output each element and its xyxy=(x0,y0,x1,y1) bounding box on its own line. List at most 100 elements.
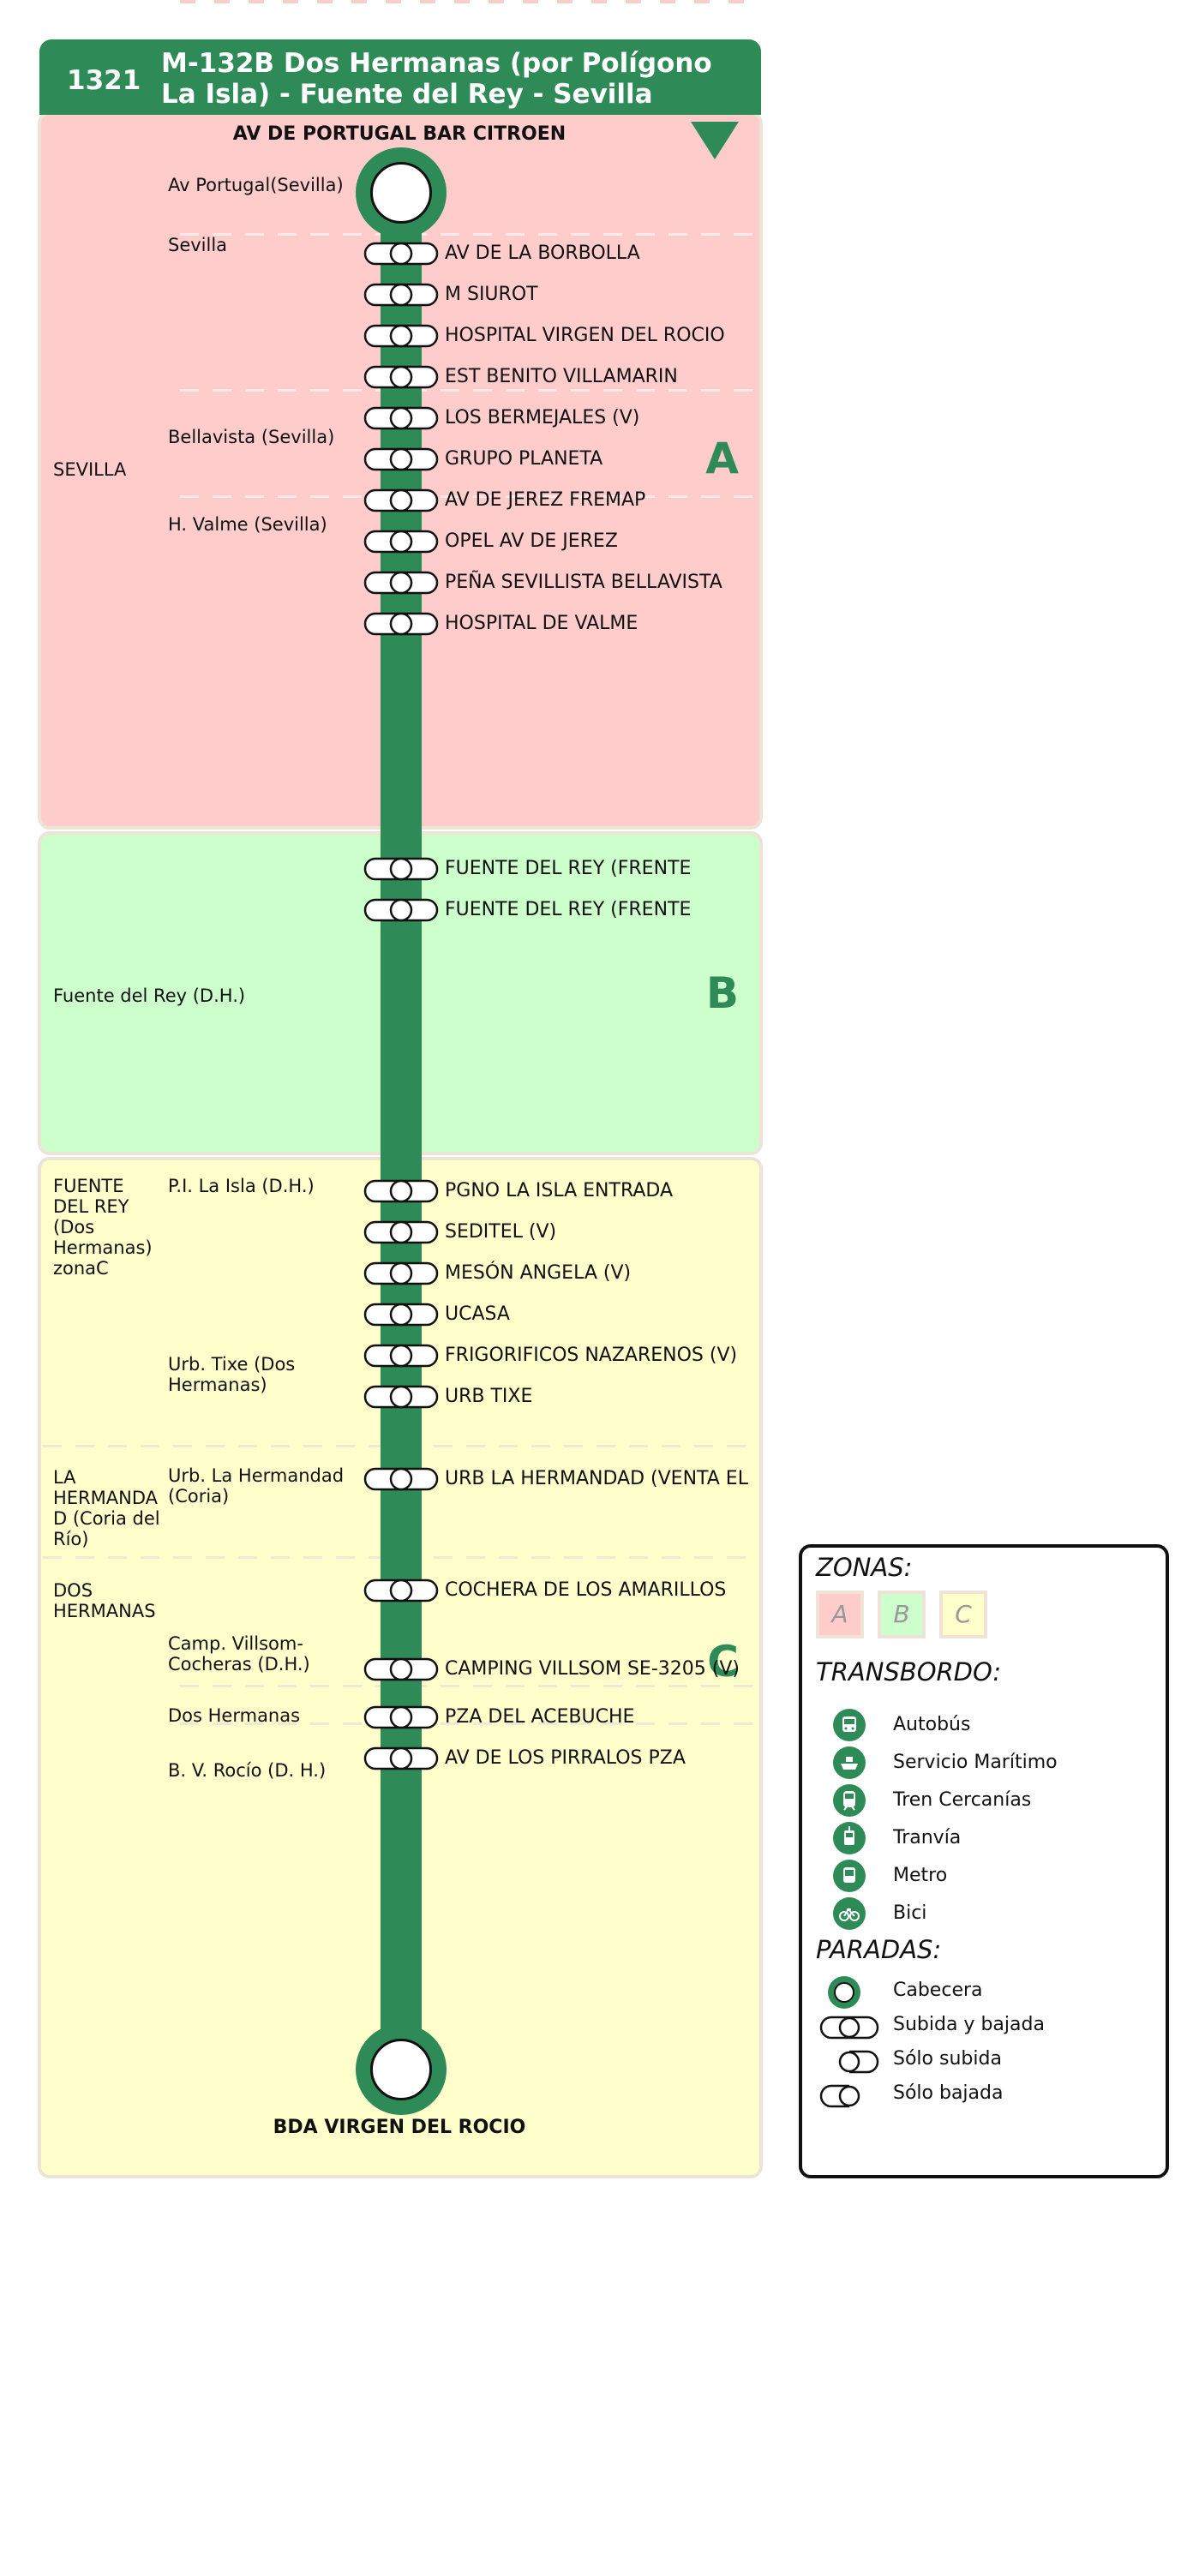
legend-transfer-label: Servicio Marítimo xyxy=(893,1752,1058,1773)
locality-label: H. Valme (Sevilla) xyxy=(168,514,327,535)
locality-label: B. V. Rocío (D. H.) xyxy=(168,1760,327,1781)
destination-label: BDA VIRGEN DEL ROCIO xyxy=(273,2117,526,2138)
origin-label: AV DE PORTUGAL BAR CITROEN xyxy=(232,123,567,145)
legend-transfer-label: Metro xyxy=(893,1865,948,1886)
stop-marker-icon xyxy=(363,1179,439,1203)
destination-terminal-icon xyxy=(356,2024,447,2115)
separator-line xyxy=(180,389,754,392)
stop-marker-icon xyxy=(363,1220,439,1244)
stop-marker-icon xyxy=(363,1385,439,1409)
stop-label: AV DE LOS PIRRALOS PZA xyxy=(445,1747,686,1769)
stop-marker-icon xyxy=(363,1746,439,1770)
stop-label: CAMPING VILLSOM SE-3205 (V) xyxy=(445,1658,740,1680)
legend-box: ZONAS: A B C TRANSBORDO: Autobús Servici… xyxy=(799,1544,1169,2178)
stop-label: GRUPO PLANETA xyxy=(445,448,603,470)
stop-marker-icon xyxy=(363,530,439,554)
stop-marker-icon xyxy=(363,447,439,471)
stop-label: FRIGORIFICOS NAZARENOS (V) xyxy=(445,1345,738,1366)
municipality-label: LA HERMANDA D (Coria del Río) xyxy=(53,1467,160,1549)
stop-label: URB TIXE xyxy=(445,1386,533,1407)
stop-label: UCASA xyxy=(445,1303,510,1325)
stop-label: SEDITEL (V) xyxy=(445,1221,557,1243)
legend-zone-b: B xyxy=(878,1591,926,1638)
legend-stops-title: PARADAS: xyxy=(816,1935,942,1964)
legend-zones-title: ZONAS: xyxy=(816,1553,913,1582)
legend-transfer-label: Tren Cercanías xyxy=(893,1789,1032,1811)
direction-triangle-icon xyxy=(691,122,739,159)
stop-marker-icon xyxy=(363,1657,439,1681)
legend-transfer-label: Autobús xyxy=(893,1714,971,1735)
stop-marker-icon xyxy=(363,898,439,922)
stop-marker-icon xyxy=(363,1705,439,1729)
zone-c-letter: C xyxy=(707,1637,739,1686)
municipality-label: FUENTE DEL REY (Dos Hermanas) zonaC xyxy=(53,1176,153,1279)
stop-label: HOSPITAL DE VALME xyxy=(445,613,638,634)
route-title: M-132B Dos Hermanas (por Polígono La Isl… xyxy=(161,48,712,110)
route-line xyxy=(381,189,422,2074)
bus-icon xyxy=(833,1709,866,1741)
stop-marker-icon xyxy=(363,571,439,595)
stop-marker-icon xyxy=(363,1467,439,1491)
stop-label: URB LA HERMANDAD (VENTA EL xyxy=(445,1468,748,1489)
locality-label: Dos Hermanas xyxy=(168,1705,301,1726)
route-number: 1321 xyxy=(67,65,141,96)
legend-transfer-label: Tranvía xyxy=(893,1827,962,1848)
legend-stop-label: Subida y bajada xyxy=(893,2014,1045,2035)
stop-marker-icon xyxy=(363,612,439,636)
stop-marker-icon xyxy=(363,488,439,512)
stop-label: PZA DEL ACEBUCHE xyxy=(445,1706,635,1728)
stop-marker-icon xyxy=(363,406,439,430)
stop-marker-icon xyxy=(363,857,439,881)
stop-label: PEÑA SEVILLISTA BELLAVISTA xyxy=(445,572,722,593)
stop-label: HOSPITAL VIRGEN DEL ROCIO xyxy=(445,325,725,346)
stop-marker-icon xyxy=(363,324,439,348)
municipality-label: Fuente del Rey (D.H.) xyxy=(53,985,246,1006)
stop-marker-icon xyxy=(363,1261,439,1285)
legend-transfer-label: Bici xyxy=(893,1902,927,1924)
stop-label: FUENTE DEL REY (FRENTE xyxy=(445,899,692,920)
legend-zone-c: C xyxy=(939,1591,987,1638)
separator-line xyxy=(180,495,754,498)
stop-marker-icon xyxy=(363,283,439,307)
locality-label: Av Portugal(Sevilla) xyxy=(168,175,344,195)
locality-label: Urb. La Hermandad (Coria) xyxy=(168,1465,345,1507)
stop-label: AV DE LA BORBOLLA xyxy=(445,243,640,264)
ship-icon xyxy=(833,1746,866,1779)
stop-marker-icon xyxy=(363,1303,439,1327)
stop-label: LOS BERMEJALES (V) xyxy=(445,407,640,428)
stop-marker-icon xyxy=(363,1344,439,1368)
stop-label: AV DE JEREZ FREMAP xyxy=(445,489,646,511)
legend-stop-label: Sólo subida xyxy=(893,2048,1002,2070)
boarding-alighting-stop-icon xyxy=(819,2016,879,2040)
locality-label: Sevilla xyxy=(168,235,228,255)
municipality-label: DOS HERMANAS xyxy=(53,1580,156,1621)
municipality-label: SEVILLA xyxy=(53,459,127,480)
locality-label: P.I. La Isla (D.H.) xyxy=(168,1176,315,1196)
top-dash-decoration xyxy=(180,0,763,3)
stop-label: EST BENITO VILLAMARIN xyxy=(445,366,678,387)
zone-b-letter: B xyxy=(705,968,739,1018)
boarding-only-stop-icon xyxy=(838,2050,879,2074)
separator-line xyxy=(180,1685,754,1687)
alighting-only-stop-icon xyxy=(819,2084,860,2108)
route-header: 1321 M-132B Dos Hermanas (por Polígono L… xyxy=(39,39,761,115)
separator-line xyxy=(180,1722,754,1725)
bike-icon xyxy=(833,1897,866,1930)
legend-zone-a: A xyxy=(816,1591,864,1638)
metro-icon xyxy=(833,1860,866,1892)
locality-label: Bellavista (Sevilla) xyxy=(168,427,335,447)
locality-label: Camp. Villsom-Cocheras (D.H.) xyxy=(168,1633,310,1674)
stop-label: MESÓN ANGELA (V) xyxy=(445,1262,632,1284)
zone-a-letter: A xyxy=(705,434,739,483)
stop-label: OPEL AV DE JEREZ xyxy=(445,530,618,552)
stop-label: PGNO LA ISLA ENTRADA xyxy=(445,1180,673,1201)
stop-marker-icon xyxy=(363,1579,439,1603)
tram-icon xyxy=(833,1822,866,1854)
stop-label: COCHERA DE LOS AMARILLOS xyxy=(445,1579,727,1601)
separator-line xyxy=(180,233,754,236)
stop-label: FUENTE DEL REY (FRENTE xyxy=(445,858,692,879)
legend-stop-label: Cabecera xyxy=(893,1980,983,2001)
stop-marker-icon xyxy=(363,365,439,389)
terminal-stop-icon xyxy=(828,1976,860,2009)
origin-terminal-icon xyxy=(356,147,447,238)
